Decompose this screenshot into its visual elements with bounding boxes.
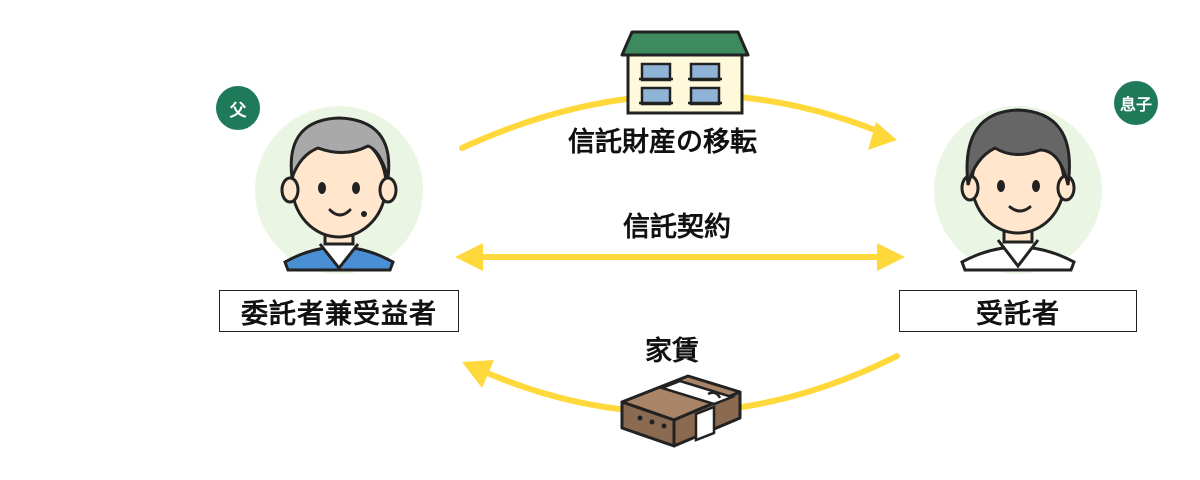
father-avatar-icon: [255, 106, 423, 274]
father-role-box: 委託者兼受益者: [219, 290, 459, 332]
son-avatar-icon: [934, 106, 1102, 274]
son-badge: 息子: [1114, 81, 1158, 125]
trust-contract-arrow: [455, 243, 905, 271]
son-badge-label: 息子: [1119, 95, 1152, 114]
son-role-box: 受託者: [899, 290, 1137, 332]
money-bundle-icon: [620, 374, 742, 448]
son-role-label: 受託者: [976, 298, 1060, 330]
father-role-label: 委託者兼受益者: [241, 298, 437, 330]
trust-contract-label: 信託契約: [623, 212, 731, 243]
property-transfer-label: 信託財産の移転: [568, 127, 757, 158]
father-badge-label: 父: [229, 100, 247, 121]
father-badge: 父: [216, 86, 260, 130]
apartment-building-icon: [620, 30, 750, 115]
rent-label: 家賃: [645, 336, 699, 367]
